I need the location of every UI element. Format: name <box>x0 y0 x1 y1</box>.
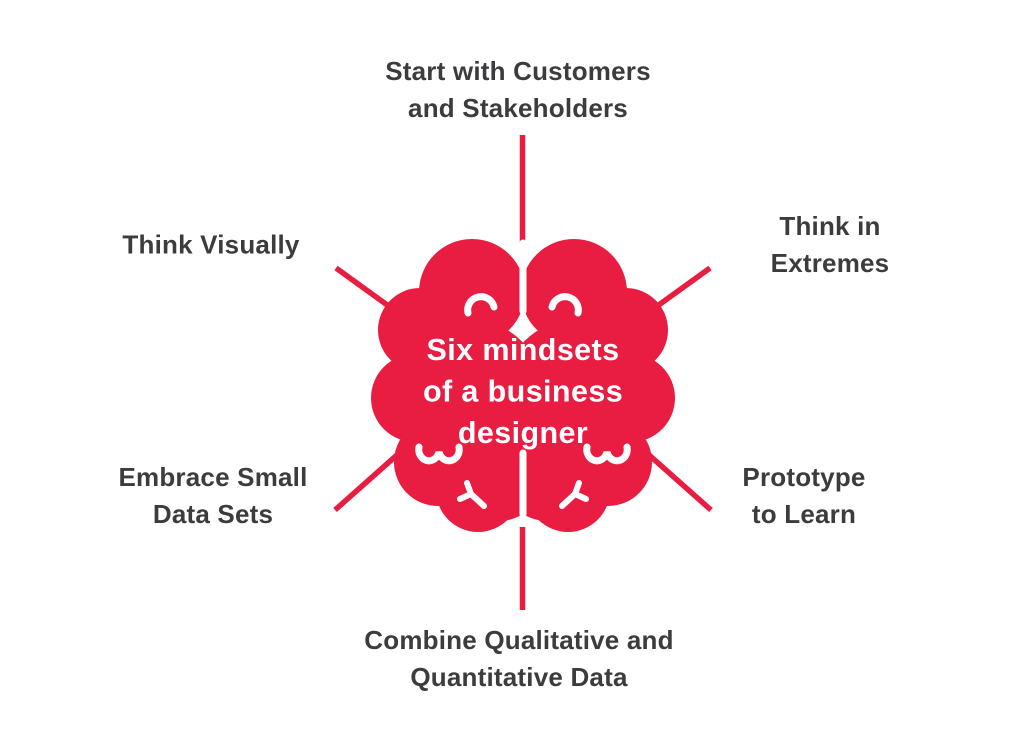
node-label-embrace-small-data: Embrace Small Data Sets <box>118 462 308 529</box>
node-label-start-with-customers: Start with Customers and Stakeholders <box>385 56 651 123</box>
brain-lobes <box>371 239 675 532</box>
center-title-line-2: of a business <box>423 375 623 409</box>
brain-icon: Six mindsets of a business designer <box>371 239 675 532</box>
center-title-line-1: Six mindsets <box>427 333 620 367</box>
node-label-prototype-to-learn: Prototype to Learn <box>742 462 866 529</box>
node-label-think-visually: Think Visually <box>122 229 300 260</box>
brain-fold-details <box>415 293 631 509</box>
node-label-think-in-extremes: Think in Extremes <box>770 211 890 278</box>
center-title: Six mindsets of a business designer <box>423 333 623 450</box>
node-label-combine-qual-quant: Combine Qualitative and Quantitative Dat… <box>364 625 674 692</box>
center-title-line-3: designer <box>458 416 588 450</box>
